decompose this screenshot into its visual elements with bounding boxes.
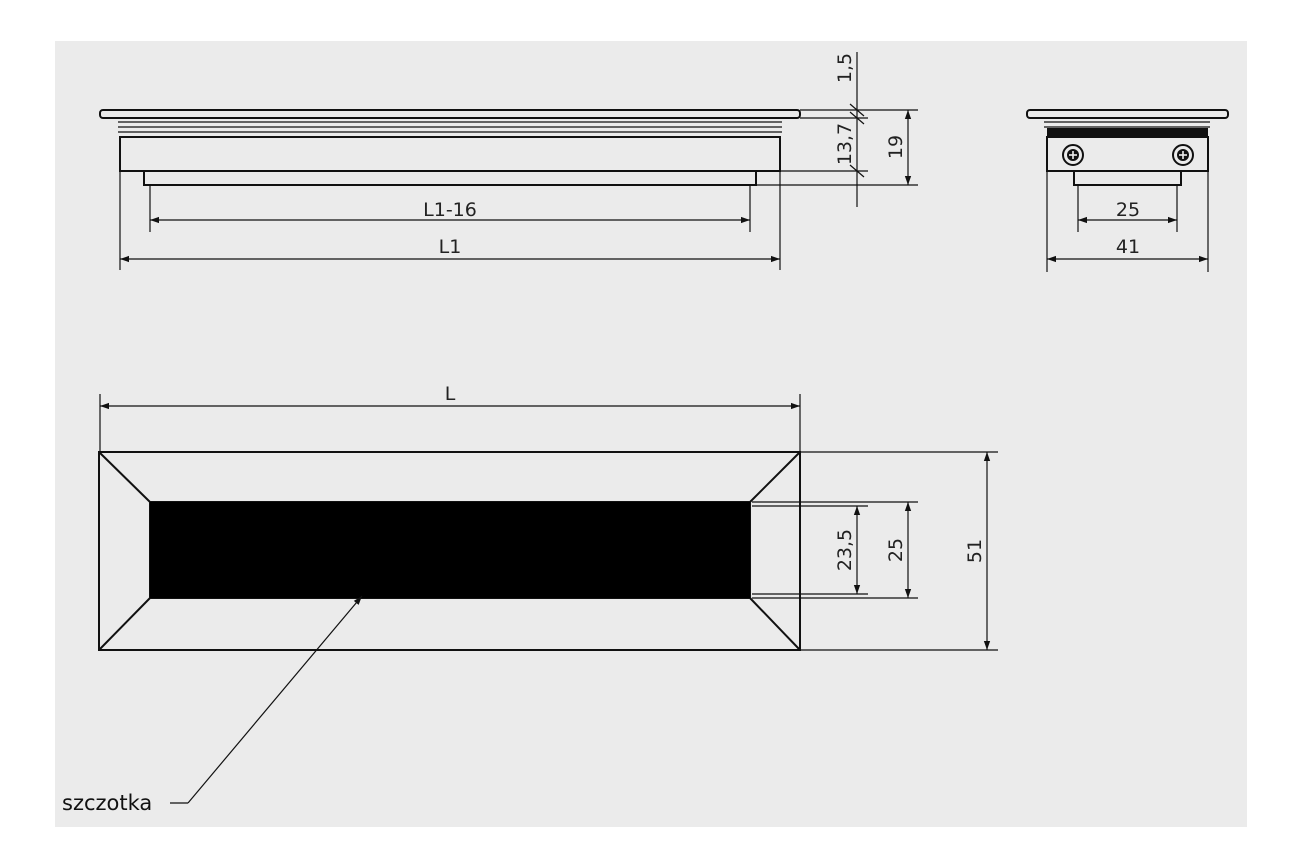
side-bottom-rail xyxy=(143,170,757,186)
dim-end-width-label: 41 xyxy=(1116,236,1140,258)
dim-l1-16-label: L1-16 xyxy=(423,199,477,221)
top-view: L 23,5 25 51 xyxy=(98,383,998,651)
screw-icon xyxy=(1062,144,1084,166)
brush-insert xyxy=(150,502,750,598)
side-view: L1-16 L1 1,5 13,7 19 xyxy=(99,52,918,270)
drawing-sheet xyxy=(55,41,1247,827)
dim-opening-inner-label: 23,5 xyxy=(834,529,856,571)
dim-total-height-label: 19 xyxy=(885,135,907,159)
dim-body-depth-label: 13,7 xyxy=(834,123,856,165)
dim-overall-width-label: 51 xyxy=(964,539,986,563)
dim-opening-outer-label: 25 xyxy=(885,538,907,562)
end-view: 25 41 xyxy=(1026,109,1229,272)
dim-l1-label: L1 xyxy=(439,236,462,258)
dim-end-inner-label: 25 xyxy=(1116,199,1140,221)
top-outer-frame xyxy=(98,451,801,651)
callout-label: szczotka xyxy=(62,791,152,815)
screw-icon xyxy=(1172,144,1194,166)
callout-leader xyxy=(187,595,363,804)
brush-callout: szczotka xyxy=(62,595,363,815)
end-flange xyxy=(1026,109,1229,119)
side-flange xyxy=(99,109,801,119)
end-bottom-rail xyxy=(1073,170,1182,186)
dim-flange-thickness-label: 1,5 xyxy=(834,53,856,83)
dim-length-label: L xyxy=(445,383,456,405)
